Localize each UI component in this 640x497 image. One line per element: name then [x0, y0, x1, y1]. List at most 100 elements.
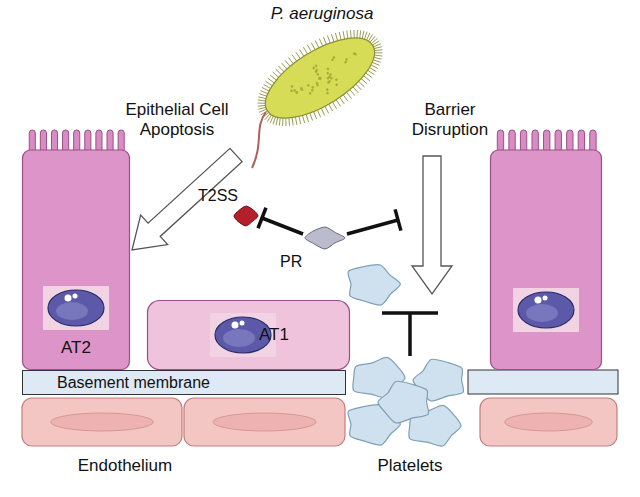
bacterium-texture	[326, 71, 330, 75]
endothelial-cell	[480, 398, 617, 446]
bacterium-texture	[344, 60, 348, 64]
pilus	[316, 110, 321, 117]
epithelial-cell	[491, 130, 602, 370]
pilus	[301, 115, 307, 123]
node-label: Basement membrane	[57, 373, 210, 392]
inhibition-line	[347, 209, 401, 234]
nucleus-halo	[43, 286, 109, 330]
pilus	[333, 33, 339, 41]
bacterium-texture	[327, 81, 331, 85]
bacterium-texture	[332, 56, 336, 60]
pilus	[353, 86, 358, 93]
pilus	[315, 41, 320, 48]
bacterium-texture	[314, 70, 318, 74]
bacterium-texture	[354, 52, 358, 56]
inhibition-stem	[262, 218, 303, 234]
pilus	[340, 97, 345, 104]
pilus	[282, 62, 287, 69]
pilus	[320, 108, 325, 115]
endothelial-cell	[22, 398, 182, 446]
basement-membrane	[468, 370, 618, 394]
organism-label: P. aeruginosa	[242, 4, 402, 24]
cell-shape	[147, 300, 350, 370]
pilus	[337, 32, 343, 40]
inhibition-stem	[408, 313, 412, 356]
pilus	[328, 104, 333, 111]
nucleus-shine	[526, 304, 558, 322]
nucleolus	[65, 295, 72, 302]
nucleus	[518, 292, 574, 328]
bacterium-body	[253, 22, 387, 134]
pilus	[289, 118, 296, 126]
bacterium-texture	[314, 64, 318, 68]
pilus	[288, 57, 293, 64]
inhibition-bar	[258, 208, 266, 228]
pilus	[356, 83, 362, 91]
pilus	[300, 49, 304, 56]
pilus	[311, 43, 316, 50]
pilus	[276, 68, 282, 76]
pilus	[336, 100, 340, 107]
bacterium	[242, 11, 398, 145]
pilus	[285, 60, 290, 67]
bacterium-texture	[325, 88, 329, 92]
cell-shape	[22, 128, 130, 370]
platelets	[348, 265, 464, 446]
node-label: AT2	[61, 338, 91, 358]
nucleus-shine	[56, 302, 88, 320]
bacterium-texture	[312, 66, 316, 70]
at2-cell: AT2	[22, 128, 130, 370]
pilus	[347, 30, 354, 38]
pilus	[308, 113, 314, 121]
cell-body	[148, 301, 350, 370]
endothelial-nucleus	[51, 413, 153, 431]
pilus	[341, 31, 347, 39]
nucleolus	[73, 294, 78, 299]
pilus	[304, 114, 310, 122]
pilus	[297, 116, 303, 124]
bacterium-texture	[299, 87, 303, 91]
bacterium-texture	[306, 84, 310, 88]
bacterium-texture	[335, 78, 339, 82]
pilus	[350, 89, 355, 96]
pilus	[293, 117, 299, 125]
pilus	[307, 45, 312, 52]
bacterium-texture	[295, 91, 299, 95]
t2ss-effector	[234, 206, 258, 226]
pilus	[326, 36, 332, 44]
bacterium-texture	[311, 86, 315, 90]
bacterium-texture	[310, 89, 314, 93]
hollow-arrow	[412, 156, 452, 294]
nucleolus	[232, 322, 239, 329]
pilus	[371, 38, 378, 43]
bacterium-texture	[290, 89, 294, 93]
pilus	[312, 112, 317, 119]
inhibition-bar	[382, 311, 438, 315]
pilus	[322, 37, 327, 44]
pilus	[344, 31, 351, 39]
pilus	[292, 54, 297, 61]
bacterium-texture	[329, 73, 333, 77]
endothelial-nucleus	[505, 413, 593, 431]
endothelial-cell	[184, 398, 345, 446]
bacterium-texture	[326, 67, 330, 71]
process-label: Epithelial Cell Apoptosis	[111, 100, 243, 141]
bacterium-texture	[295, 91, 299, 95]
bacterium-texture	[335, 83, 339, 87]
platelet	[378, 381, 429, 423]
pilus	[296, 52, 301, 59]
basement-membrane: Basement membrane	[22, 370, 346, 395]
pilus	[359, 80, 365, 88]
inhibition-line	[258, 208, 303, 234]
at1-cell: AT1	[147, 300, 350, 370]
pr-protein	[305, 227, 345, 249]
pilus	[343, 95, 348, 102]
nucleolus	[535, 297, 542, 304]
node-label: AT1	[259, 325, 289, 345]
bacterium-texture	[316, 83, 320, 87]
pilus	[332, 102, 336, 109]
bacterium-texture	[330, 76, 334, 80]
cell-body	[23, 150, 130, 370]
endothelial-nucleus	[213, 413, 316, 431]
